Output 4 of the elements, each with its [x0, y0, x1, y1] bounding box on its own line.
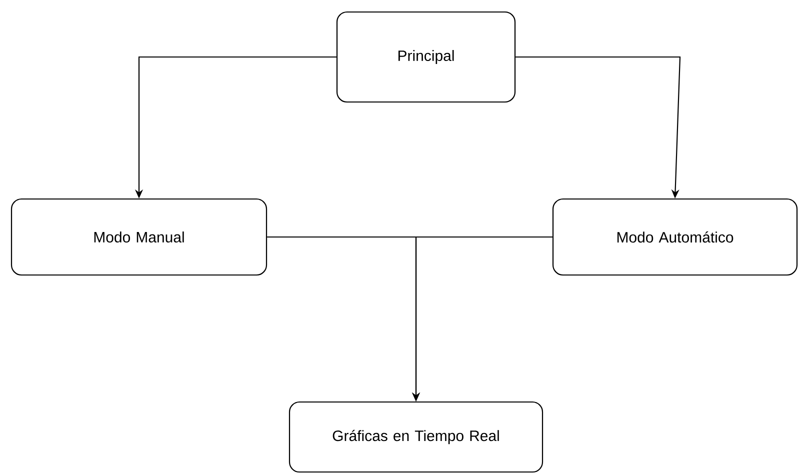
process-box: Modo Automático: [552, 198, 798, 276]
process-box: Principal: [336, 11, 516, 103]
process-box: Modo Manual: [10, 198, 268, 276]
process-box: Gráficas en Tiempo Real: [288, 401, 544, 473]
